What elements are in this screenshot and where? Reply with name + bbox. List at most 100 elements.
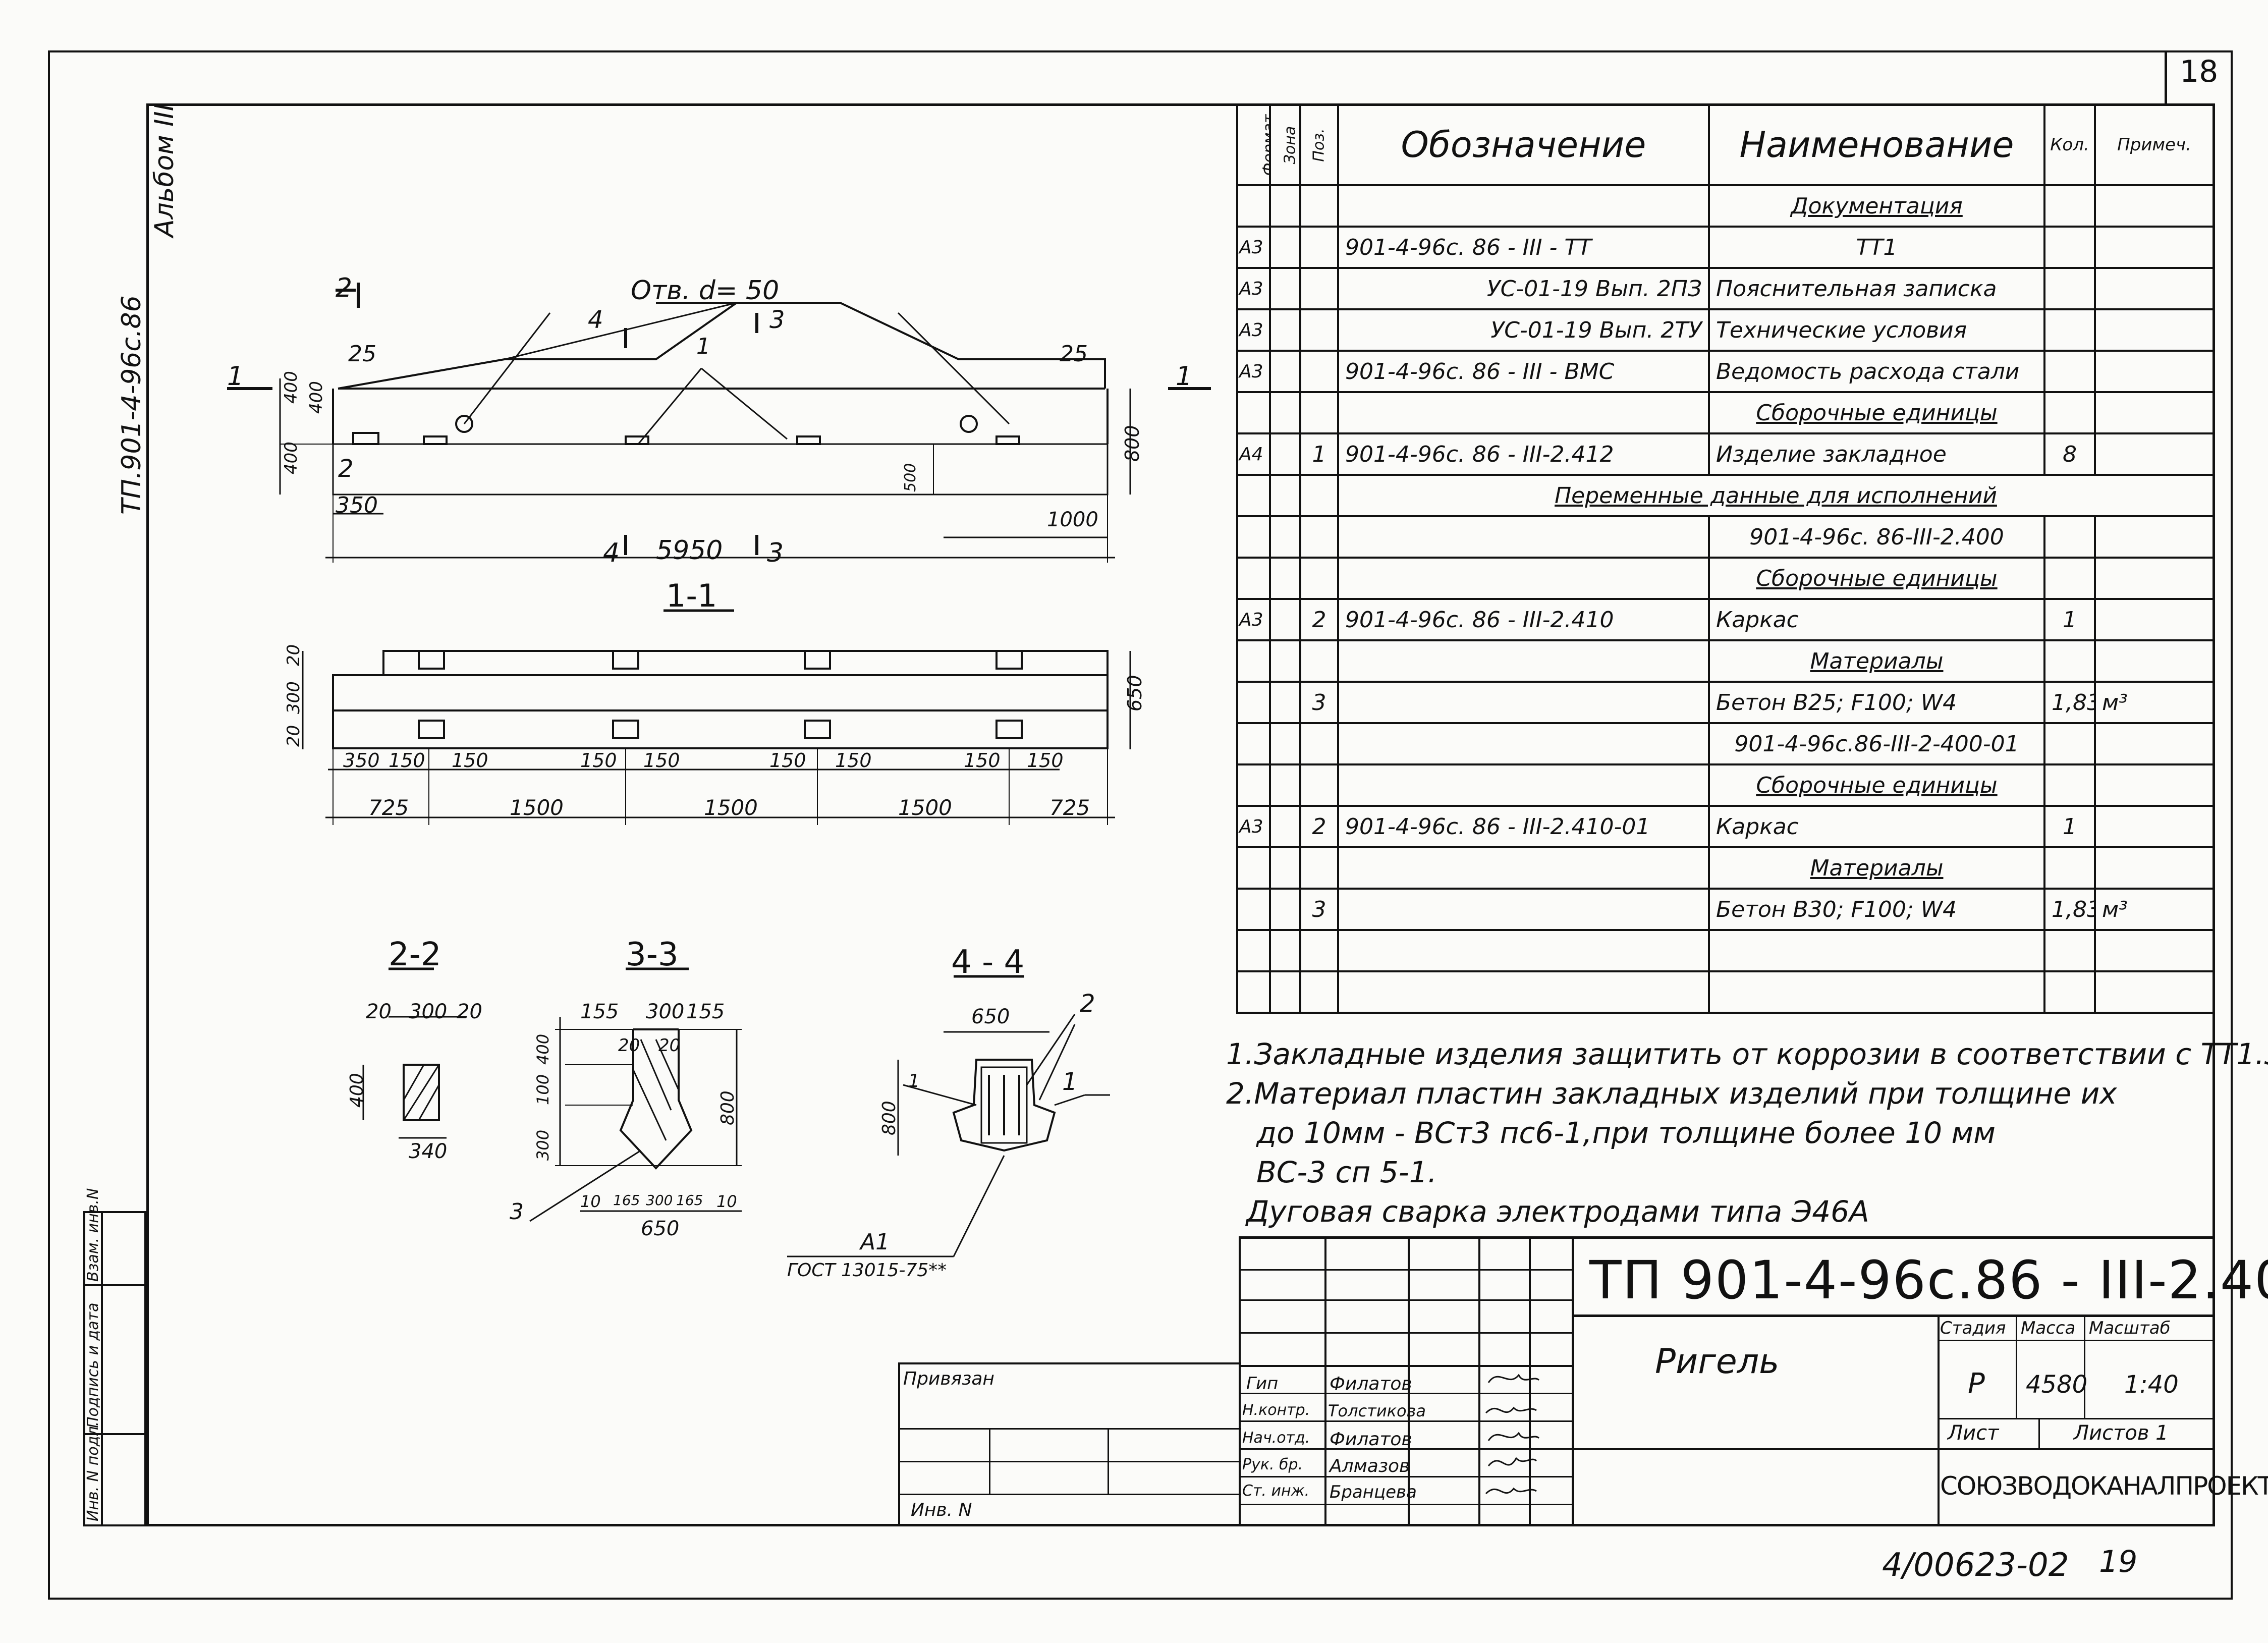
s22-dim-top-3: 20 (457, 1000, 482, 1023)
sheets-label: Листов 1 (2074, 1421, 2169, 1445)
spec-cell-pos (1299, 763, 1339, 807)
spec-cell-note (2094, 515, 2215, 559)
spec-cell-note (2094, 432, 2215, 476)
spec-cell-format: А3 (1236, 350, 1271, 393)
s11-dim-top-6: 150 (769, 749, 806, 772)
elev-mark-1b: 1 (1176, 361, 1193, 392)
scale-header: Масштаб (2089, 1318, 2171, 1338)
spec-cell-note: м³ (2094, 888, 2215, 931)
spec-cell-note (2094, 226, 2215, 269)
spec-cell-designation (1337, 184, 1710, 228)
signer-name-2: Толстикова (1328, 1401, 1426, 1420)
s11-dim-left-1: 20 (284, 644, 304, 666)
spec-cell-designation: 901-4-96с. 86 - III - ВМС (1337, 350, 1710, 393)
spec-cell-pos (1299, 267, 1339, 310)
s44-ref-label: А1 (860, 1229, 890, 1255)
s33-dim-top-2: 300 (646, 1000, 685, 1023)
spec-cell-pos: 1 (1299, 432, 1339, 476)
spec-cell-note (2094, 391, 2215, 434)
elev-dim-800: 800 (1121, 425, 1143, 462)
spec-cell-name: Сборочные единицы (1708, 557, 2045, 600)
spec-cell-note (2094, 598, 2215, 641)
spec-cell-pos (1299, 970, 1339, 1014)
spec-row: Сборочные единицы (1236, 391, 2215, 434)
s33-dim-left-3: 300 (533, 1129, 552, 1161)
spec-cell-format: А3 (1236, 308, 1271, 352)
spec-cell-format (1236, 970, 1271, 1014)
spec-cell-qty: 1 (2043, 598, 2096, 641)
spec-cell-designation: УС-01-19 Вып. 2ПЗ (1337, 267, 1710, 310)
spec-row: Сборочные единицы (1236, 557, 2215, 600)
drawing-code: ТП 901-4-96с.86 - III-2.400 (1589, 1249, 2268, 1311)
spec-cell-note (2094, 350, 2215, 393)
spec-cell-qty: 1 (2043, 805, 2096, 848)
spec-cell-note: м³ (2094, 681, 2215, 724)
section-2-2-title: 2-2 (389, 936, 441, 973)
section-3-3-title: 3-3 (626, 936, 679, 973)
note-1: 1.Закладные изделия защитить от коррозии… (1226, 1037, 2268, 1071)
s11-dim-bottom-5: 725 (1049, 795, 1090, 820)
s22-dim-bottom: 340 (409, 1140, 448, 1163)
spec-cell-name: 901-4-96с.86-III-2-400-01 (1708, 722, 2045, 765)
spec-cell-pos: 2 (1299, 805, 1339, 848)
elev-mark-2a: 2 (336, 273, 353, 303)
signer-name-5: Бранцева (1330, 1482, 1417, 1502)
spec-cell-designation (1337, 763, 1710, 807)
spec-cell-qty (2043, 226, 2096, 269)
s44-dim-left: 800 (879, 1101, 900, 1135)
signer-role-2: Н.контр. (1242, 1401, 1310, 1419)
hole-label: Отв. d= 50 (631, 276, 780, 306)
spec-cell-designation: УС-01-19 Вып. 2ТУ (1337, 308, 1710, 352)
elev-dim-25-left: 25 (348, 341, 376, 367)
spec-cell-qty (2043, 970, 2096, 1014)
spec-cell-designation (1337, 888, 1710, 931)
spec-row (1236, 970, 2215, 1014)
spec-cell-designation: 901-4-96с. 86 - III-2.410 (1337, 598, 1710, 641)
s11-dim-right: 650 (1124, 675, 1146, 711)
elev-mark-4a: 4 (588, 306, 603, 334)
note-2-cont-2: ВС-3 сп 5-1. (1256, 1155, 1437, 1189)
spec-cell-variable-heading: Переменные данные для исполнений (1337, 474, 2215, 517)
note-2: 2.Материал пластин закладных изделий при… (1226, 1076, 2117, 1111)
spec-cell-name: Изделие закладное (1708, 432, 2045, 476)
spec-cell-pos (1299, 929, 1339, 972)
spec-cell-name: Документация (1708, 184, 2045, 228)
spec-cell-qty: 1,83 (2043, 888, 2096, 931)
spec-cell-zone (1269, 308, 1301, 352)
spec-cell-qty: 1,83 (2043, 681, 2096, 724)
stage-value: Р (1968, 1367, 1985, 1400)
footer-page: 19 (2099, 1544, 2138, 1579)
s33-dim-bottom-5: 10 (716, 1192, 737, 1211)
col-pos: Поз. (1299, 103, 1339, 186)
signer-name-4: Алмазов (1330, 1456, 1410, 1476)
section-4-4-view (787, 975, 1110, 1257)
spec-row: Материалы (1236, 846, 2215, 890)
elev-mark-1a: 1 (227, 361, 244, 392)
spec-cell-name: Бетон В30; F100; W4 (1708, 888, 2045, 931)
note-2-cont-1: до 10мм - ВСт3 пс6-1,при толщине более 1… (1256, 1116, 1996, 1150)
elev-mark-3a: 3 (769, 306, 785, 334)
footer-handwritten: 4/00623-02 (1882, 1547, 2069, 1584)
spec-cell-note (2094, 639, 2215, 683)
s11-dim-top-1: 350 (343, 749, 380, 772)
s33-dim-total: 650 (641, 1217, 680, 1240)
s33-dim-bottom-4: 165 (676, 1192, 703, 1209)
spec-cell-format (1236, 391, 1271, 434)
spec-cell-qty (2043, 184, 2096, 228)
s11-dim-top-3: 150 (452, 749, 488, 772)
spec-row: 901-4-96с.86-III-2-400-01 (1236, 722, 2215, 765)
spec-cell-designation (1337, 929, 1710, 972)
spec-cell-qty (2043, 391, 2096, 434)
s11-dim-top-2: 150 (389, 749, 425, 772)
elev-dim-1000: 1000 (1047, 508, 1098, 531)
spec-cell-note (2094, 308, 2215, 352)
spec-cell-pos (1299, 184, 1339, 228)
spec-cell-zone (1269, 970, 1301, 1014)
spec-cell-format (1236, 184, 1271, 228)
spec-header-row: Формат Зона Поз. Обозначение Наименовани… (1236, 103, 2215, 186)
spec-cell-zone (1269, 763, 1301, 807)
spec-cell-pos: 3 (1299, 681, 1339, 724)
